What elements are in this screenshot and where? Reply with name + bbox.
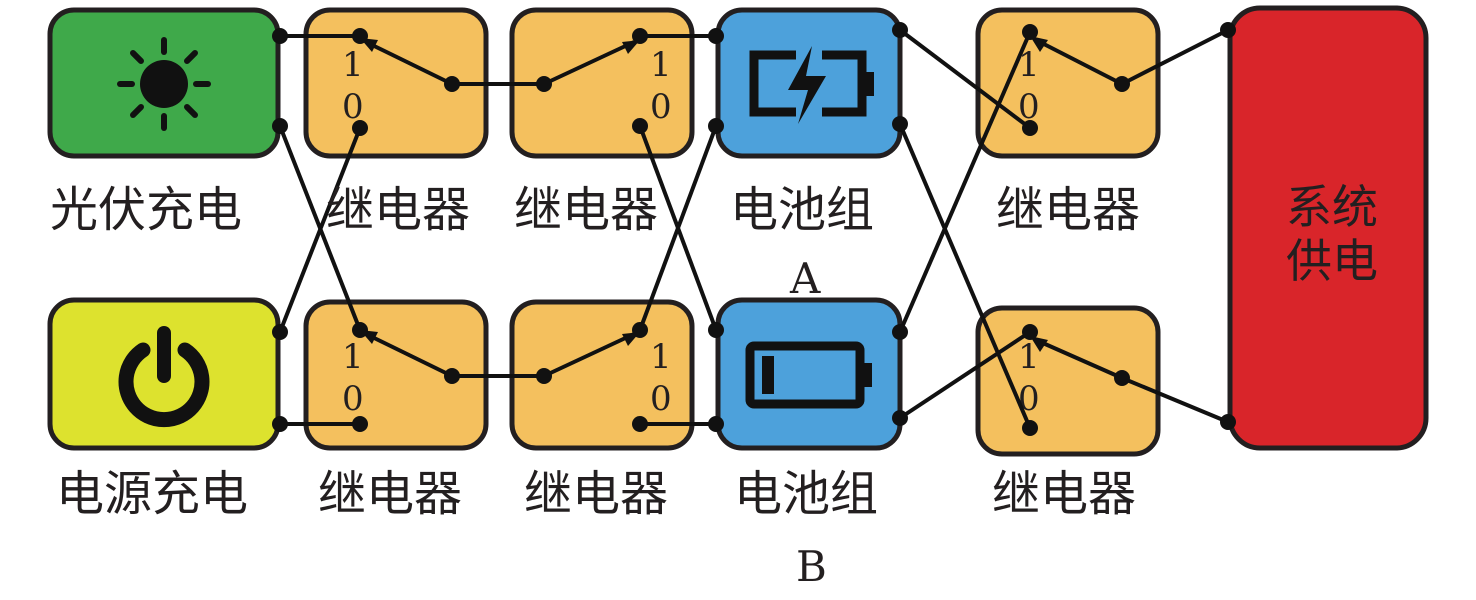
battery-low-icon [745, 341, 872, 409]
relay-2a-label: 继电器 [514, 182, 659, 238]
relay-1a-label: 继电器 [326, 182, 471, 238]
relay-1a-pos-1: 1 [342, 45, 364, 85]
relay-2a-pos-0: 0 [650, 87, 672, 127]
relay-3a-label: 继电器 [996, 182, 1141, 238]
relay-3b-pos-1: 1 [1018, 337, 1040, 377]
mains-charging-label: 电源充电 [56, 466, 249, 522]
system-power-label: 系统 供电 [1262, 180, 1402, 288]
sun-icon [117, 37, 211, 131]
relay-block-3b [975, 305, 1161, 457]
battery-b-suffix: B [796, 542, 827, 591]
relay-block-3a [975, 7, 1161, 159]
junction-dots [272, 22, 1236, 436]
relay-2a-pos-1: 1 [650, 45, 672, 85]
relay-2b-pos-0: 0 [650, 379, 672, 419]
relay-1a-pos-0: 0 [342, 87, 364, 127]
battery-b-label: 电池组 [734, 466, 879, 522]
system-power-block [1227, 5, 1429, 451]
wiring [278, 28, 1229, 429]
battery-charging-icon [749, 46, 874, 124]
relay-3b-pos-0: 0 [1018, 379, 1040, 419]
system-power-line1: 系统 [1286, 180, 1378, 234]
power-icon [118, 326, 210, 428]
relay-1b-pos-0: 0 [342, 379, 364, 419]
relay-2b-pos-1: 1 [650, 337, 672, 377]
battery-a-suffix: A [790, 254, 821, 303]
relay-3b-label: 继电器 [992, 466, 1137, 522]
battery-a-label: 电池组 [730, 182, 875, 238]
relay-1b-pos-1: 1 [342, 337, 364, 377]
relay-3a-pos-0: 0 [1018, 87, 1040, 127]
system-power-line2: 供电 [1286, 234, 1378, 288]
pv-charging-label: 光伏充电 [50, 182, 243, 238]
relay-3a-pos-1: 1 [1018, 45, 1040, 85]
relay-1b-label: 继电器 [318, 466, 463, 522]
battery-block-b [715, 297, 903, 451]
relay-2b-label: 继电器 [524, 466, 669, 522]
